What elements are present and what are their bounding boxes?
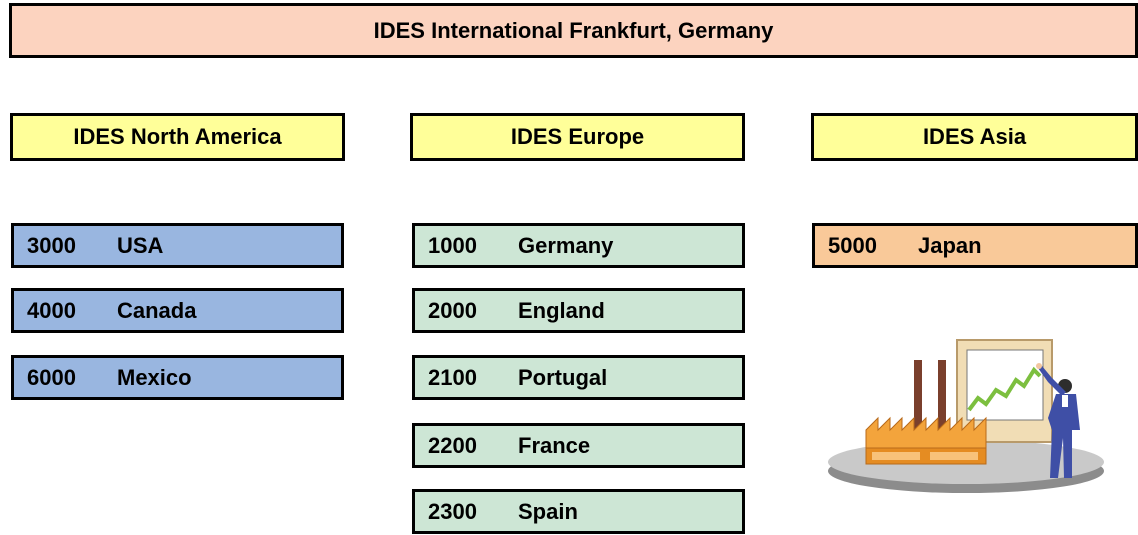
company-code-box: 2100 Portugal — [412, 355, 745, 400]
region-label: IDES Europe — [510, 124, 645, 149]
company-code-box: 4000 Canada — [11, 288, 344, 333]
factory-clipart-icon — [828, 339, 1104, 493]
company-code-box: 2300 Spain — [412, 489, 745, 534]
company-country: Mexico — [117, 364, 192, 390]
company-country: Portugal — [518, 364, 608, 390]
company-country: England — [518, 297, 605, 323]
holding-company-label: IDES International Frankfurt, Germany — [373, 17, 774, 43]
company-code: 5000 — [828, 232, 877, 258]
company-code-box: 6000 Mexico — [11, 355, 344, 400]
company-country: Spain — [518, 498, 578, 524]
company-country: Japan — [918, 232, 982, 258]
company-country: Germany — [518, 232, 614, 258]
company-country: Canada — [117, 297, 197, 323]
company-code: 2000 — [428, 297, 477, 323]
company-code: 2200 — [428, 432, 477, 458]
company-code-box: 2000 England — [412, 288, 745, 333]
company-code: 3000 — [27, 232, 76, 258]
holding-company-box: IDES International Frankfurt, Germany — [9, 3, 1138, 58]
company-code: 6000 — [27, 364, 76, 390]
region-asia-box: IDES Asia — [811, 113, 1138, 161]
region-label: IDES North America — [73, 124, 282, 149]
company-code-box: 1000 Germany — [412, 223, 745, 268]
company-code: 4000 — [27, 297, 76, 323]
company-code-box: 5000 Japan — [812, 223, 1138, 268]
region-label: IDES Asia — [922, 124, 1027, 149]
company-code: 2300 — [428, 498, 477, 524]
company-code: 1000 — [428, 232, 477, 258]
region-europe-box: IDES Europe — [410, 113, 745, 161]
company-code-box: 2200 France — [412, 423, 745, 468]
company-code-box: 3000 USA — [11, 223, 344, 268]
company-code: 2100 — [428, 364, 477, 390]
company-country: USA — [117, 232, 164, 258]
region-north-america-box: IDES North America — [10, 113, 345, 161]
company-country: France — [518, 432, 591, 458]
